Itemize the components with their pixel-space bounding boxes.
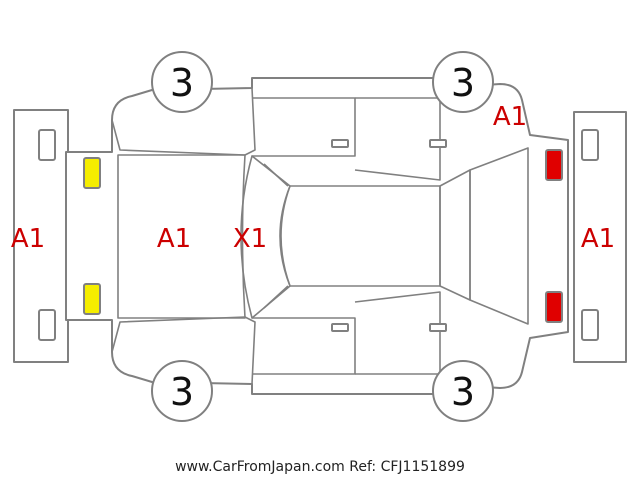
svg-text:3: 3 <box>170 370 194 414</box>
windshield-inner <box>263 163 289 309</box>
wheel-rear-left: 3 <box>432 51 494 113</box>
svg-text:3: 3 <box>451 370 475 414</box>
hood-code: A1 <box>157 224 191 254</box>
tailgate <box>469 147 529 325</box>
svg-text:3: 3 <box>451 61 475 105</box>
roof <box>280 185 441 287</box>
rear-bumper <box>573 111 627 363</box>
wheel-rear-right: 3 <box>432 360 494 422</box>
rear-lamp-right <box>545 291 563 323</box>
wheel-front-right: 3 <box>151 360 213 422</box>
front-bumper <box>13 109 69 363</box>
rear-bumper-code: A1 <box>581 224 615 254</box>
hood <box>117 154 246 319</box>
car-body <box>65 77 569 395</box>
right-side-doors <box>252 291 447 375</box>
front-lamp-right <box>83 283 101 315</box>
rear-lamp-left <box>545 149 563 181</box>
reference-footer: www.CarFromJapan.com Ref: CFJ1151899 <box>175 459 465 475</box>
left-side-doors <box>252 97 447 181</box>
wheel-front-left: 3 <box>151 51 213 113</box>
front-bumper-code: A1 <box>11 224 45 254</box>
front-lamp-left <box>83 157 101 189</box>
rear-quarter-code: A1 <box>493 102 527 132</box>
svg-text:3: 3 <box>170 61 194 105</box>
windshield-code: X1 <box>233 224 267 254</box>
